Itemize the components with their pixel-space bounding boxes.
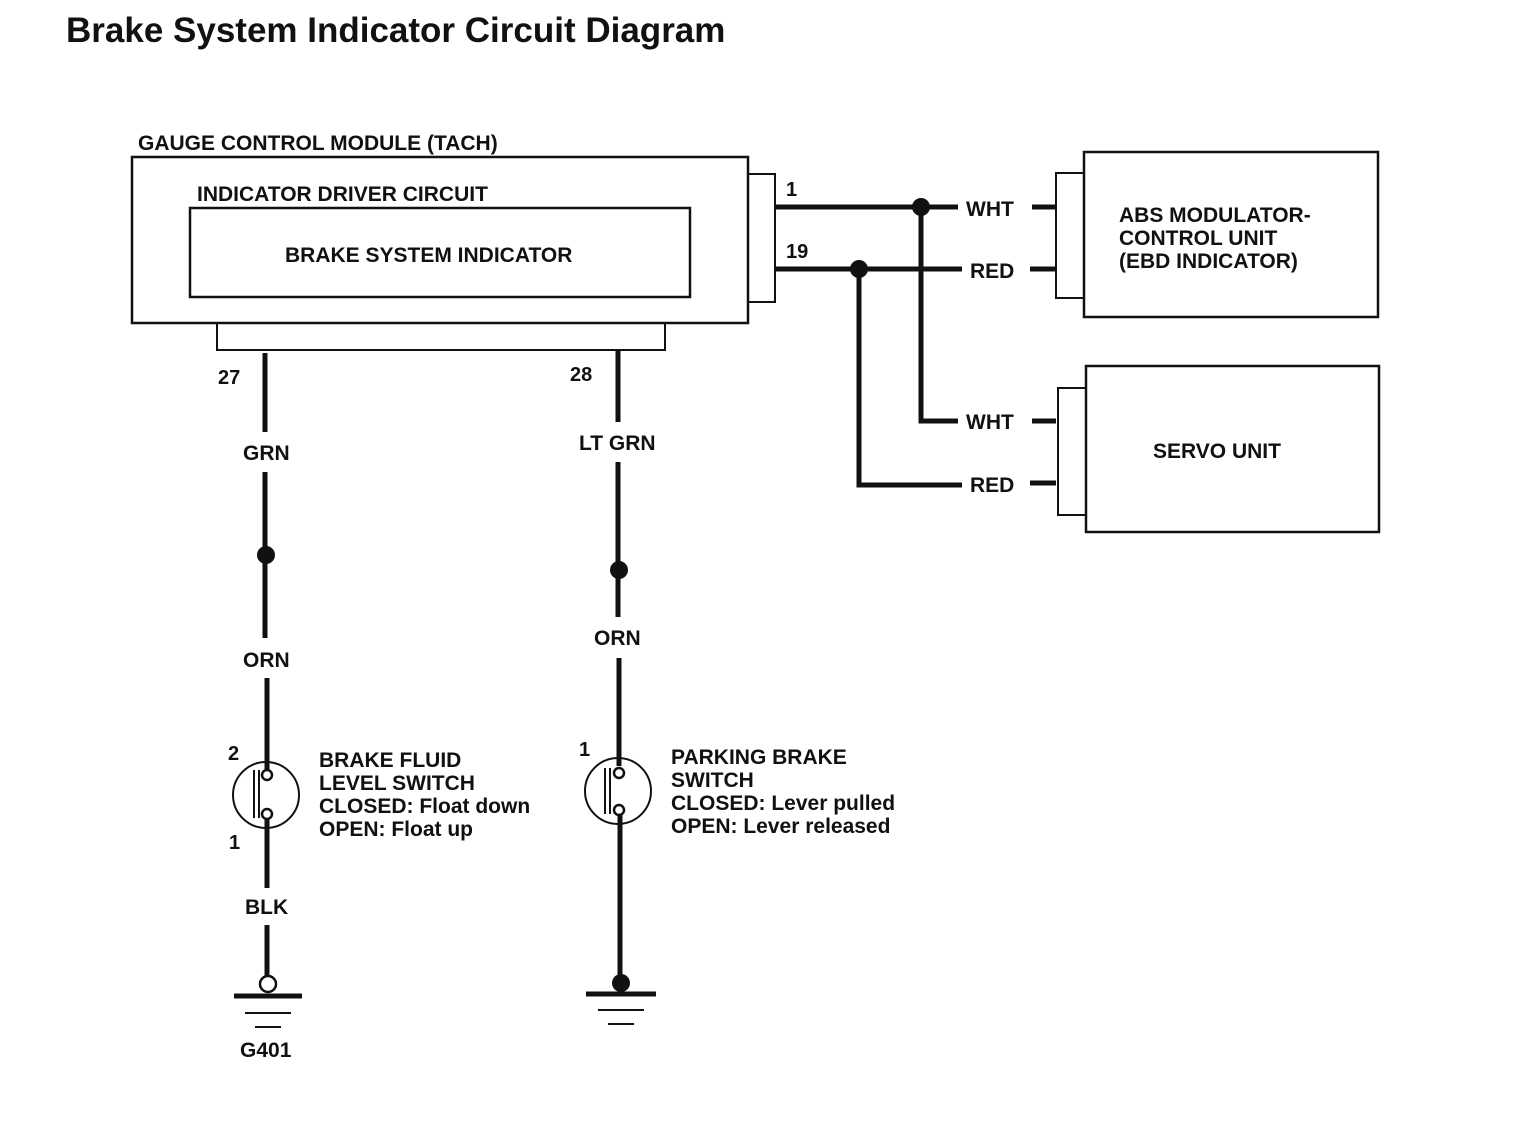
pin-28-label: 28 xyxy=(570,364,592,386)
fluid-switch-line2: LEVEL SWITCH xyxy=(319,772,475,795)
parking-switch-line2: SWITCH xyxy=(671,769,754,792)
orn-right-label: ORN xyxy=(594,627,641,650)
abs-unit-box xyxy=(1082,150,1380,319)
abs-unit-line1: ABS MODULATOR- xyxy=(1119,204,1311,227)
fluid-switch-line1: BRAKE FLUID xyxy=(319,749,461,772)
g401-label: G401 xyxy=(240,1039,292,1062)
fluid-switch-pin-1: 1 xyxy=(229,832,240,854)
fluid-switch-line4: OPEN: Float up xyxy=(319,818,473,841)
abs-connector xyxy=(1055,172,1084,299)
grn-label: GRN xyxy=(243,442,290,465)
servo-connector xyxy=(1057,387,1086,516)
fluid-switch-terminal-bottom xyxy=(260,807,274,821)
red-abs-label: RED xyxy=(970,260,1014,283)
abs-unit-line2: CONTROL UNIT xyxy=(1119,227,1277,250)
module-right-connector xyxy=(748,173,776,303)
wht-abs-label: WHT xyxy=(966,198,1014,221)
parking-switch-terminal-top xyxy=(612,766,626,780)
servo-unit-box xyxy=(1084,364,1381,534)
gauge-module-box xyxy=(130,155,750,325)
parking-ground-splice-dot xyxy=(612,974,630,992)
g401-terminal xyxy=(258,974,278,994)
indicator-box xyxy=(188,206,692,299)
abs-unit-line3: (EBD INDICATOR) xyxy=(1119,250,1298,273)
red-servo-label: RED xyxy=(970,474,1014,497)
parking-switch-line4: OPEN: Lever released xyxy=(671,815,890,838)
driver-circuit-label: INDICATOR DRIVER CIRCUIT xyxy=(197,183,488,206)
fluid-switch-terminal-top xyxy=(260,768,274,782)
pin-1-label: 1 xyxy=(786,179,797,201)
pin-19-label: 19 xyxy=(786,241,808,263)
servo-unit-label: SERVO UNIT xyxy=(1153,440,1281,463)
orn-left-label: ORN xyxy=(243,649,290,672)
wht-wire-servo xyxy=(918,207,958,424)
gauge-module-label: GAUGE CONTROL MODULE (TACH) xyxy=(138,132,498,155)
diagram-title: Brake System Indicator Circuit Diagram xyxy=(66,11,725,50)
red-wire-servo xyxy=(856,269,962,488)
parking-switch-line3: CLOSED: Lever pulled xyxy=(671,792,895,815)
grn-orn-splice-dot xyxy=(257,546,275,564)
fluid-switch-pin-2: 2 xyxy=(228,743,239,765)
indicator-label: BRAKE SYSTEM INDICATOR xyxy=(285,244,572,267)
module-bottom-connector xyxy=(216,323,666,351)
blk-label: BLK xyxy=(245,896,288,919)
lt-grn-label: LT GRN xyxy=(579,432,656,455)
parking-switch-line1: PARKING BRAKE xyxy=(671,746,847,769)
wht-servo-label: WHT xyxy=(966,411,1014,434)
parking-switch-terminal-bottom xyxy=(612,803,626,817)
pin-27-label: 27 xyxy=(218,367,240,389)
lt-grn-orn-splice-dot xyxy=(610,561,628,579)
fluid-switch-line3: CLOSED: Float down xyxy=(319,795,530,818)
parking-switch-pin-1: 1 xyxy=(579,739,590,761)
